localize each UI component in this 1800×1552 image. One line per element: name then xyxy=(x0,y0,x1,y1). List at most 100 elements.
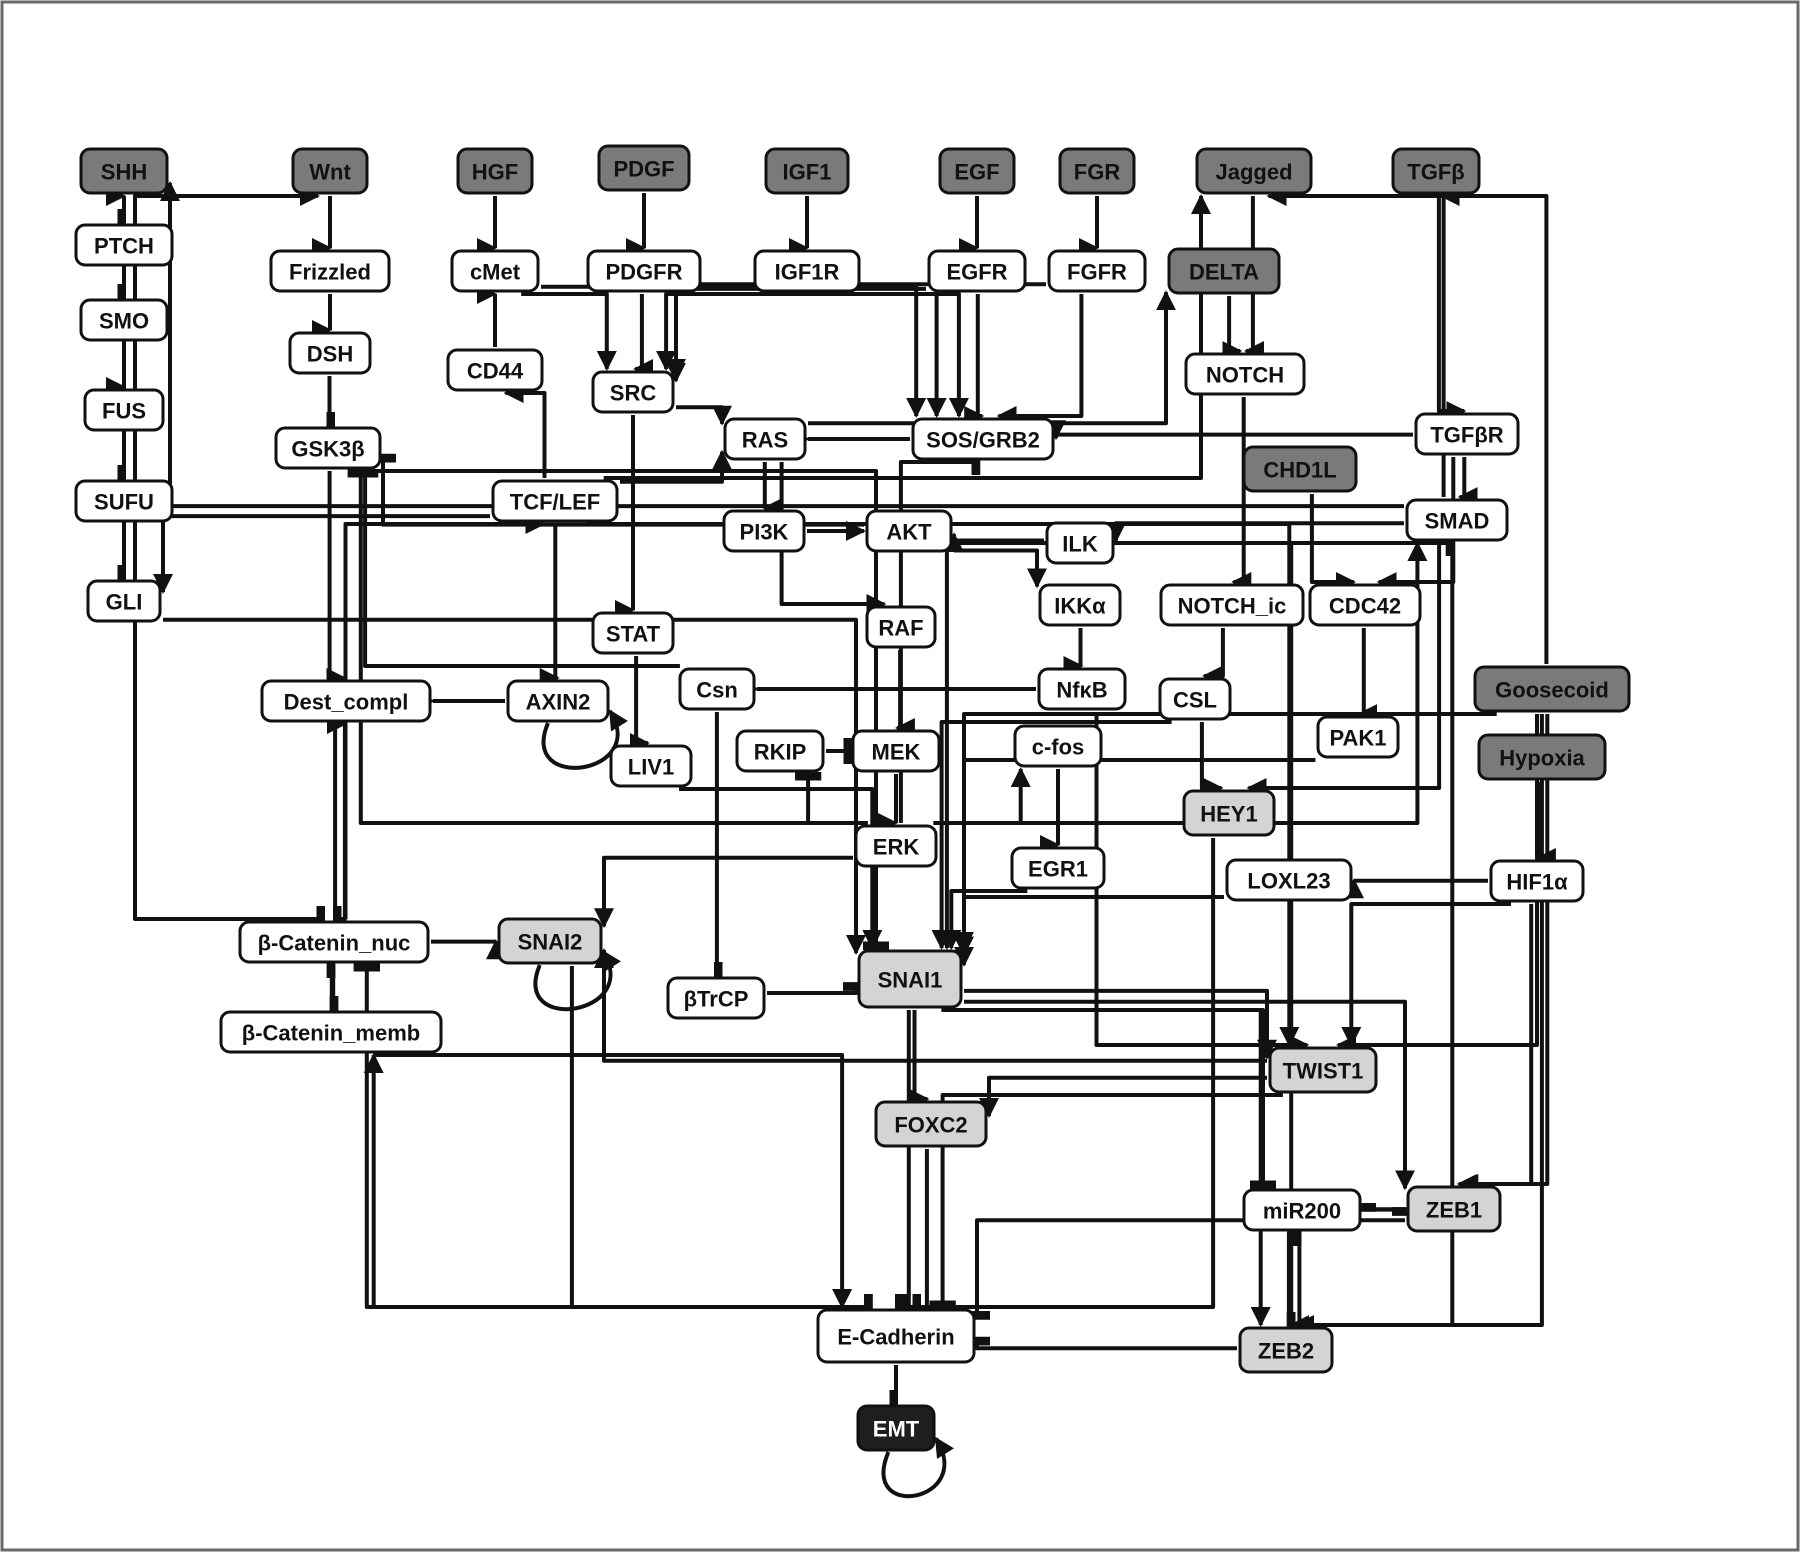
node-axin2: AXIN2 xyxy=(506,679,610,723)
node-cfos: c-fos xyxy=(1013,724,1103,768)
node-zeb1: ZEB1 xyxy=(1406,1185,1502,1233)
node-label: FGFR xyxy=(1067,260,1127,285)
node-box xyxy=(450,249,540,293)
edge-DELTA-NOTCH xyxy=(1222,296,1243,361)
node-label: E-Cadherin xyxy=(837,1325,954,1350)
node-label: MEK xyxy=(872,740,921,765)
edge-SNAI1-ZEB1 xyxy=(964,999,1415,1191)
node-label: Goosecoid xyxy=(1495,678,1609,703)
node-egfr: EGFR xyxy=(927,249,1027,293)
edge-TGFbR-SOSGRB2 xyxy=(1046,420,1413,441)
edge-TGFb-TGFbR xyxy=(1436,196,1467,421)
edge-bTrCP-SNAI1 xyxy=(767,982,870,995)
node-box xyxy=(678,667,756,711)
edge-ERK-SNAI2 xyxy=(594,855,853,929)
node-label: LIV1 xyxy=(628,755,674,780)
node-notch: NOTCH xyxy=(1184,352,1306,396)
node-box xyxy=(497,917,603,965)
node-gsk3b: GSK3β xyxy=(274,426,382,470)
edge-SNAI2-SNAI2 xyxy=(533,949,622,1012)
node-box xyxy=(816,1308,976,1364)
node-box xyxy=(1195,147,1313,195)
edge-HEY1-ECadherin xyxy=(912,838,1216,1321)
edge-EMT-EMT xyxy=(881,1436,955,1499)
node-label: TWIST1 xyxy=(1283,1059,1364,1084)
node-label: TGFβ xyxy=(1407,160,1464,185)
node-box xyxy=(219,1010,443,1054)
node-label: STAT xyxy=(606,622,661,647)
node-bcatmemb: β-Catenin_memb xyxy=(219,1010,443,1054)
node-label: RKIP xyxy=(754,740,807,765)
edge-CHD1L-CDC42 xyxy=(1309,494,1356,592)
node-label: NOTCH_ic xyxy=(1178,594,1287,619)
node-csn: Csn xyxy=(678,667,756,711)
node-label: SMAD xyxy=(1425,509,1490,534)
node-label: SNAI1 xyxy=(878,968,943,993)
node-rkip: RKIP xyxy=(735,729,825,773)
node-box xyxy=(1167,247,1281,295)
edge-HIF1a-TWIST1 xyxy=(1341,902,1511,1047)
node-csl: CSL xyxy=(1158,677,1232,721)
edge-IKKa-NFkB xyxy=(1063,628,1084,676)
node-box xyxy=(1225,858,1353,902)
edge-NOTCHic-CSL xyxy=(1202,628,1225,686)
edge-STAT-LIV1 xyxy=(629,656,650,753)
node-label: β-Catenin_nuc xyxy=(258,931,411,956)
node-box xyxy=(446,348,544,392)
edge-TCFLEF-RAS xyxy=(620,449,732,484)
node-label: Jagged xyxy=(1215,160,1292,185)
edge-TGFbR-SMAD xyxy=(1457,457,1478,507)
edge-LOXL23-SNAI1 xyxy=(954,895,1224,967)
node-label: EGF xyxy=(954,160,999,185)
node-label: DSH xyxy=(307,342,353,367)
node-erk: ERK xyxy=(854,824,938,868)
edge-EGR1-SNAI1 xyxy=(941,889,1028,950)
node-label: HEY1 xyxy=(1200,802,1257,827)
node-ras: RAS xyxy=(723,417,807,461)
node-label: FGR xyxy=(1074,160,1121,185)
node-cd44: CD44 xyxy=(446,348,544,392)
node-box xyxy=(1047,249,1147,293)
node-egf: EGF xyxy=(938,147,1016,195)
node-box xyxy=(1316,715,1400,759)
edge-ERK-GSK3b xyxy=(347,468,864,825)
edge-Goosecoid-TGFb xyxy=(1439,186,1549,664)
edge-SNAI1-TWIST1 xyxy=(964,988,1277,1060)
node-box xyxy=(1158,677,1232,721)
node-label: TGFβR xyxy=(1430,423,1503,448)
node-box xyxy=(79,147,169,195)
node-liv1: LIV1 xyxy=(609,744,693,788)
node-src: SRC xyxy=(591,370,675,414)
node-label: miR200 xyxy=(1263,1199,1341,1224)
node-label: PDGFR xyxy=(606,260,683,285)
node-box xyxy=(74,223,174,267)
node-label: AXIN2 xyxy=(526,690,591,715)
node-label: TCF/LEF xyxy=(510,490,600,515)
node-box xyxy=(274,426,382,470)
node-box xyxy=(269,249,391,293)
node-box xyxy=(753,249,861,293)
node-hey1: HEY1 xyxy=(1182,789,1276,837)
node-label: GLI xyxy=(106,590,143,615)
node-pdgf: PDGF xyxy=(597,144,691,192)
node-stat: STAT xyxy=(591,611,675,655)
node-label: Frizzled xyxy=(289,260,371,285)
node-delta: DELTA xyxy=(1167,247,1281,295)
node-label: RAS xyxy=(742,428,788,453)
node-ptch: PTCH xyxy=(74,223,174,267)
node-fgfr: FGFR xyxy=(1047,249,1147,293)
node-box xyxy=(938,147,1016,195)
node-box xyxy=(591,611,675,655)
node-zeb2: ZEB2 xyxy=(1238,1326,1334,1374)
node-destcompl: Dest_compl xyxy=(260,679,432,723)
edge-TWIST1-FOXC2 xyxy=(979,1075,1267,1118)
node-label: ZEB1 xyxy=(1426,1198,1482,1223)
node-label: DELTA xyxy=(1189,260,1259,285)
edge-FGFR-SOSGRB2 xyxy=(996,294,1084,426)
node-box xyxy=(1013,724,1103,768)
node-box xyxy=(865,605,937,649)
node-btrcp: βTrCP xyxy=(666,976,766,1020)
node-cdc42: CDC42 xyxy=(1308,583,1422,627)
node-bcatnuc: β-Catenin_nuc xyxy=(238,920,430,964)
